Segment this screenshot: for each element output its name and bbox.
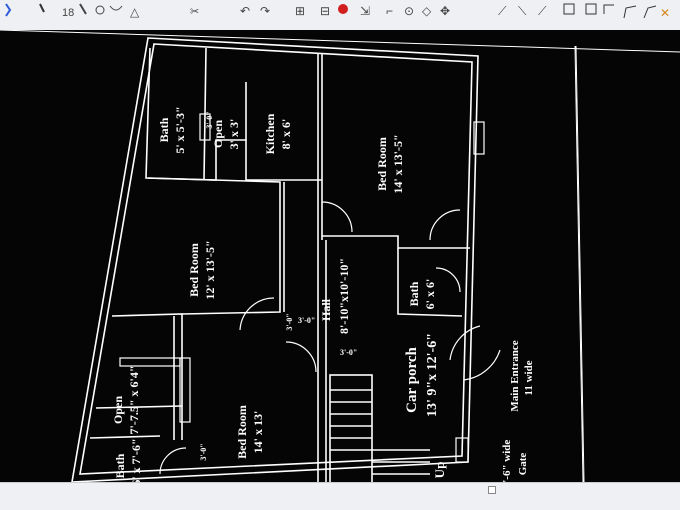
chamfer-icon[interactable]	[643, 5, 657, 19]
redo-icon[interactable]: ↷	[260, 4, 270, 18]
door-size-label: 3'-0"	[199, 443, 208, 460]
door-size-label: 3'-0"	[285, 313, 294, 330]
floor-plan: Bath 5' x 5'-3" Open 3' x 3' Kitchen 8' …	[0, 30, 680, 482]
svg-text:⟋: ⟋	[498, 4, 507, 18]
door-arc	[449, 325, 481, 361]
svg-text:⌐: ⌐	[386, 4, 393, 18]
door-arc	[429, 209, 461, 241]
close-icon[interactable]: ✕	[660, 6, 670, 20]
drawing-canvas[interactable]: Bath 5' x 5'-3" Open 3' x 3' Kitchen 8' …	[0, 30, 680, 482]
svg-text:18: 18	[62, 7, 74, 19]
window	[473, 121, 485, 155]
gate-width-label: 3'-6" wide	[501, 440, 513, 482]
bracket-icon[interactable]: ⌐ ⊙ ◇ ✥	[386, 4, 450, 18]
svg-text:⊙: ⊙	[404, 4, 414, 18]
door-size-label: 3'-0"	[205, 111, 214, 128]
svg-text:⟋: ⟋	[538, 4, 547, 18]
svg-text:✕: ✕	[660, 6, 670, 20]
delete-icon[interactable]	[338, 4, 348, 14]
door-arc	[239, 297, 275, 331]
room-name-bath-mid: Bath	[407, 281, 421, 306]
svg-text:↷: ↷	[260, 4, 270, 18]
main-entrance-label: Main Entrance	[509, 340, 521, 411]
svg-text:↶: ↶	[240, 4, 250, 18]
door-size-label: 3'-0"	[340, 348, 357, 357]
mirror-icon[interactable]: △	[130, 5, 140, 19]
svg-text:△: △	[130, 5, 140, 19]
undo-icon[interactable]: ↶	[240, 4, 250, 18]
svg-text:✂: ✂	[190, 6, 199, 18]
pen-icon[interactable]	[79, 3, 87, 15]
room-size-bedroom-right: 14' x 13'-5"	[391, 134, 405, 193]
room-name-kitchen: Kitchen	[263, 113, 277, 154]
window	[199, 113, 211, 141]
cut-icon[interactable]: ✂	[190, 6, 199, 18]
window	[179, 357, 191, 423]
frame-right-line	[575, 45, 585, 482]
cad-toolbar: 18 △ ✂ ↶ ↷ ⊞ ⊟ ⇲ ⌐ ⊙ ◇ ✥ ⟋ ⟍ ⟋ ✕	[0, 0, 680, 31]
status-indicator	[488, 486, 496, 494]
status-bar	[0, 482, 680, 510]
svg-text:✥: ✥	[440, 4, 450, 18]
door-swings	[159, 201, 501, 475]
door-arc	[321, 201, 353, 233]
svg-text:⇲: ⇲	[360, 4, 370, 18]
copy-icon[interactable]: ⊟	[320, 4, 330, 18]
dot-icon[interactable]	[5, 3, 12, 17]
window	[119, 357, 181, 367]
room-name-bedroom-center: Bed Room	[187, 243, 201, 297]
svg-text:⟍: ⟍	[518, 4, 527, 18]
move-icon[interactable]: ⇲	[360, 4, 370, 18]
door-arc	[159, 447, 187, 475]
room-size-open-left: 7'-7.5" x 6'4"	[127, 366, 141, 435]
arrow-icon[interactable]	[39, 3, 45, 13]
room-name-car-porch: Car porch	[404, 346, 420, 412]
circle-icon[interactable]	[95, 5, 105, 15]
room-size-kitchen: 8' x 6'	[279, 119, 293, 150]
door-arc	[435, 267, 461, 293]
door-arc	[463, 349, 501, 381]
room-size-bath-left: 6' x 7'-6"	[129, 438, 143, 482]
windows	[119, 113, 485, 463]
room-size-bath-mid: 6' x 6'	[423, 279, 437, 310]
svg-text:⊟: ⊟	[320, 4, 330, 18]
walls	[71, 37, 479, 482]
room-size-car-porch: 13' 9"x 12'-6"	[425, 333, 440, 417]
room-name-bath-top: Bath	[157, 117, 171, 142]
gate-label: Gate	[517, 453, 529, 476]
door-arc	[285, 341, 317, 373]
fillet-icon[interactable]	[603, 4, 637, 19]
svg-text:◇: ◇	[422, 4, 432, 18]
corner-icon[interactable]	[563, 3, 597, 15]
room-size-bedroom-center: 12' x 13'-5"	[203, 240, 217, 299]
room-name-open-left: Open	[111, 396, 125, 424]
main-entrance-width: 11 wide	[523, 360, 535, 395]
svg-text:⊞: ⊞	[295, 4, 305, 18]
room-size-open-top: 3' x 3'	[227, 119, 241, 150]
room-name-open-top: Open	[211, 120, 225, 148]
window	[455, 437, 469, 463]
room-name-hall: Hall	[319, 298, 333, 321]
box-icon[interactable]: ⟋ ⟍ ⟋	[498, 4, 547, 18]
stair-up-label: Up	[432, 462, 447, 479]
door-size-label: 3'-0"	[298, 316, 315, 325]
room-name-bedroom-left: Bed Room	[235, 405, 249, 459]
room-size-hall: 8'-10"x10'-10"	[337, 258, 351, 334]
room-size-bedroom-left: 14' x 13'	[251, 411, 265, 454]
room-size-bath-top: 5' x 5'-3"	[173, 106, 187, 153]
measure-icon[interactable]: 18	[62, 7, 74, 19]
room-name-bedroom-right: Bed Room	[375, 137, 389, 191]
select-icon[interactable]: ⊞	[295, 4, 305, 18]
rotate-icon[interactable]	[109, 5, 123, 11]
room-name-bath-left: Bath	[113, 453, 127, 478]
frame-top-line	[0, 30, 680, 53]
